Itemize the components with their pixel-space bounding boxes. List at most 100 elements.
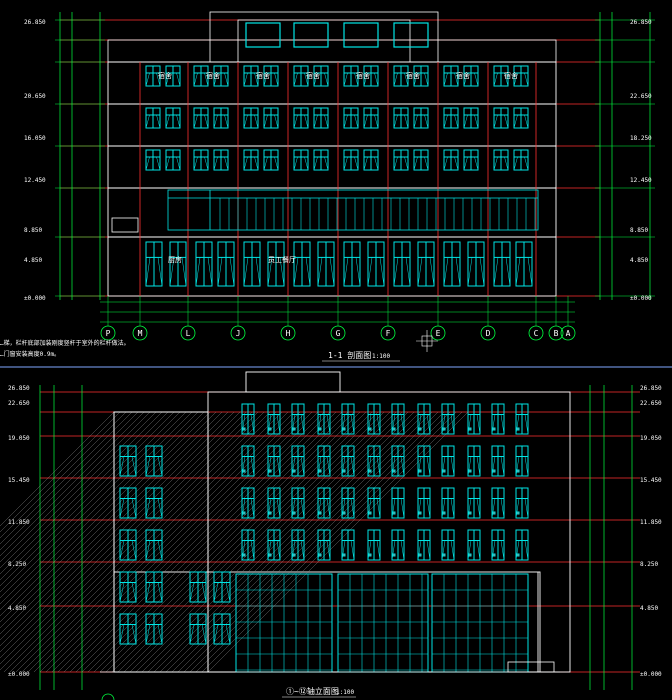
dorm-window [363, 65, 379, 87]
corridor-curtain-wall [167, 189, 539, 231]
grid-bubble [101, 693, 115, 700]
elev-title-block: ①~⑫轴立面图 1:100 [282, 686, 356, 698]
elev-label: 22.650 [8, 400, 30, 407]
red-marker [242, 511, 246, 515]
red-marker [442, 511, 446, 515]
ground-window [467, 241, 485, 287]
hatch-line [195, 411, 457, 673]
dorm-window [313, 107, 329, 129]
elev-window [367, 529, 381, 561]
grid-bubble [380, 325, 396, 341]
grid-bubble [528, 325, 544, 341]
elev-labels-right: 26.850 22.650 19.050 15.450 11.850 8.250… [640, 385, 662, 678]
hatch-line [81, 411, 343, 673]
elev-label: ±0.000 [630, 295, 652, 302]
elev-window [515, 529, 529, 561]
grid-label: M [138, 329, 143, 338]
dorm-window [263, 107, 279, 129]
hatch-line [0, 411, 157, 569]
grid-label: J [236, 329, 241, 338]
stair-element [111, 217, 139, 233]
drawing-title: ①~⑫轴立面图 [286, 686, 339, 696]
elev-base [100, 661, 560, 673]
hatch-line [201, 411, 463, 673]
grid-bubble [132, 325, 148, 341]
grid-label: L [186, 329, 191, 338]
elev-label: 19.050 [640, 435, 662, 442]
elev-window [441, 403, 455, 435]
dorm-window [513, 107, 529, 129]
roof-windows [245, 22, 429, 48]
red-marker [318, 469, 322, 473]
tower-window [119, 613, 137, 645]
roof-structure [107, 11, 557, 63]
elev-label: 19.050 [8, 435, 30, 442]
hatch-line [153, 411, 415, 673]
elev-label: 8.250 [8, 561, 26, 568]
hatch-line [99, 411, 361, 673]
elev-label: 12.450 [630, 177, 652, 184]
elev-label: 26.850 [24, 19, 46, 26]
section-elevation-labels-left: 26.850 20.650 16.050 12.450 8.850 4.850 … [24, 19, 46, 302]
grid-label: E [436, 329, 441, 338]
hatch-line [0, 411, 229, 641]
red-marker [418, 427, 422, 431]
dorm-window [513, 65, 529, 87]
hatch-line [0, 411, 181, 593]
grid-label: B [554, 329, 559, 338]
dorm-window [243, 65, 259, 87]
dorm-window [293, 65, 309, 87]
grid-bubble [548, 325, 564, 341]
red-marker [392, 553, 396, 557]
drawing-title: 1-1 剖面图 [328, 350, 371, 360]
ground-window [493, 241, 511, 287]
elev-window [467, 487, 481, 519]
dorm-window [443, 65, 459, 87]
elev-window [417, 403, 431, 435]
elev-window [241, 403, 255, 435]
red-marker [318, 511, 322, 515]
hatch-line [0, 411, 133, 545]
elev-window [391, 445, 405, 477]
hatch-line [0, 411, 235, 647]
grid-label: H [286, 329, 291, 338]
section-title-block: 1-1 剖面图 1:100 [322, 350, 400, 362]
red-marker [242, 427, 246, 431]
dorm-window [443, 107, 459, 129]
ground-window [293, 241, 311, 287]
hatch-line [0, 411, 217, 629]
red-marker [268, 553, 272, 557]
elev-window [291, 529, 305, 561]
elev-label: 15.450 [640, 477, 662, 484]
tower-window [119, 529, 137, 561]
hatch-line [0, 411, 139, 551]
hatch-line [189, 411, 451, 673]
grid-label: F [386, 329, 391, 338]
tower-window [119, 487, 137, 519]
elev-window [317, 529, 331, 561]
elev-window [441, 529, 455, 561]
elev-label: 16.050 [24, 135, 46, 142]
dorm-window [343, 107, 359, 129]
red-marker [492, 553, 496, 557]
hatch-line [0, 411, 115, 527]
level-lines [60, 19, 600, 297]
red-marker [442, 553, 446, 557]
elev-window [467, 445, 481, 477]
elev-window [391, 487, 405, 519]
hatch-line [141, 411, 403, 673]
room-label: 宿舍 [406, 71, 420, 80]
left-dimension-chain [55, 12, 105, 300]
red-marker [268, 511, 272, 515]
elev-window [317, 403, 331, 435]
dorm-window [463, 107, 479, 129]
ground-window [515, 241, 533, 287]
elev-window [341, 529, 355, 561]
hatch-line [0, 411, 253, 665]
elev-window [515, 487, 529, 519]
dorm-window [293, 149, 309, 171]
dorm-window [393, 107, 409, 129]
elev-window [241, 445, 255, 477]
dorm-window [263, 65, 279, 87]
grid-bubble [180, 325, 196, 341]
